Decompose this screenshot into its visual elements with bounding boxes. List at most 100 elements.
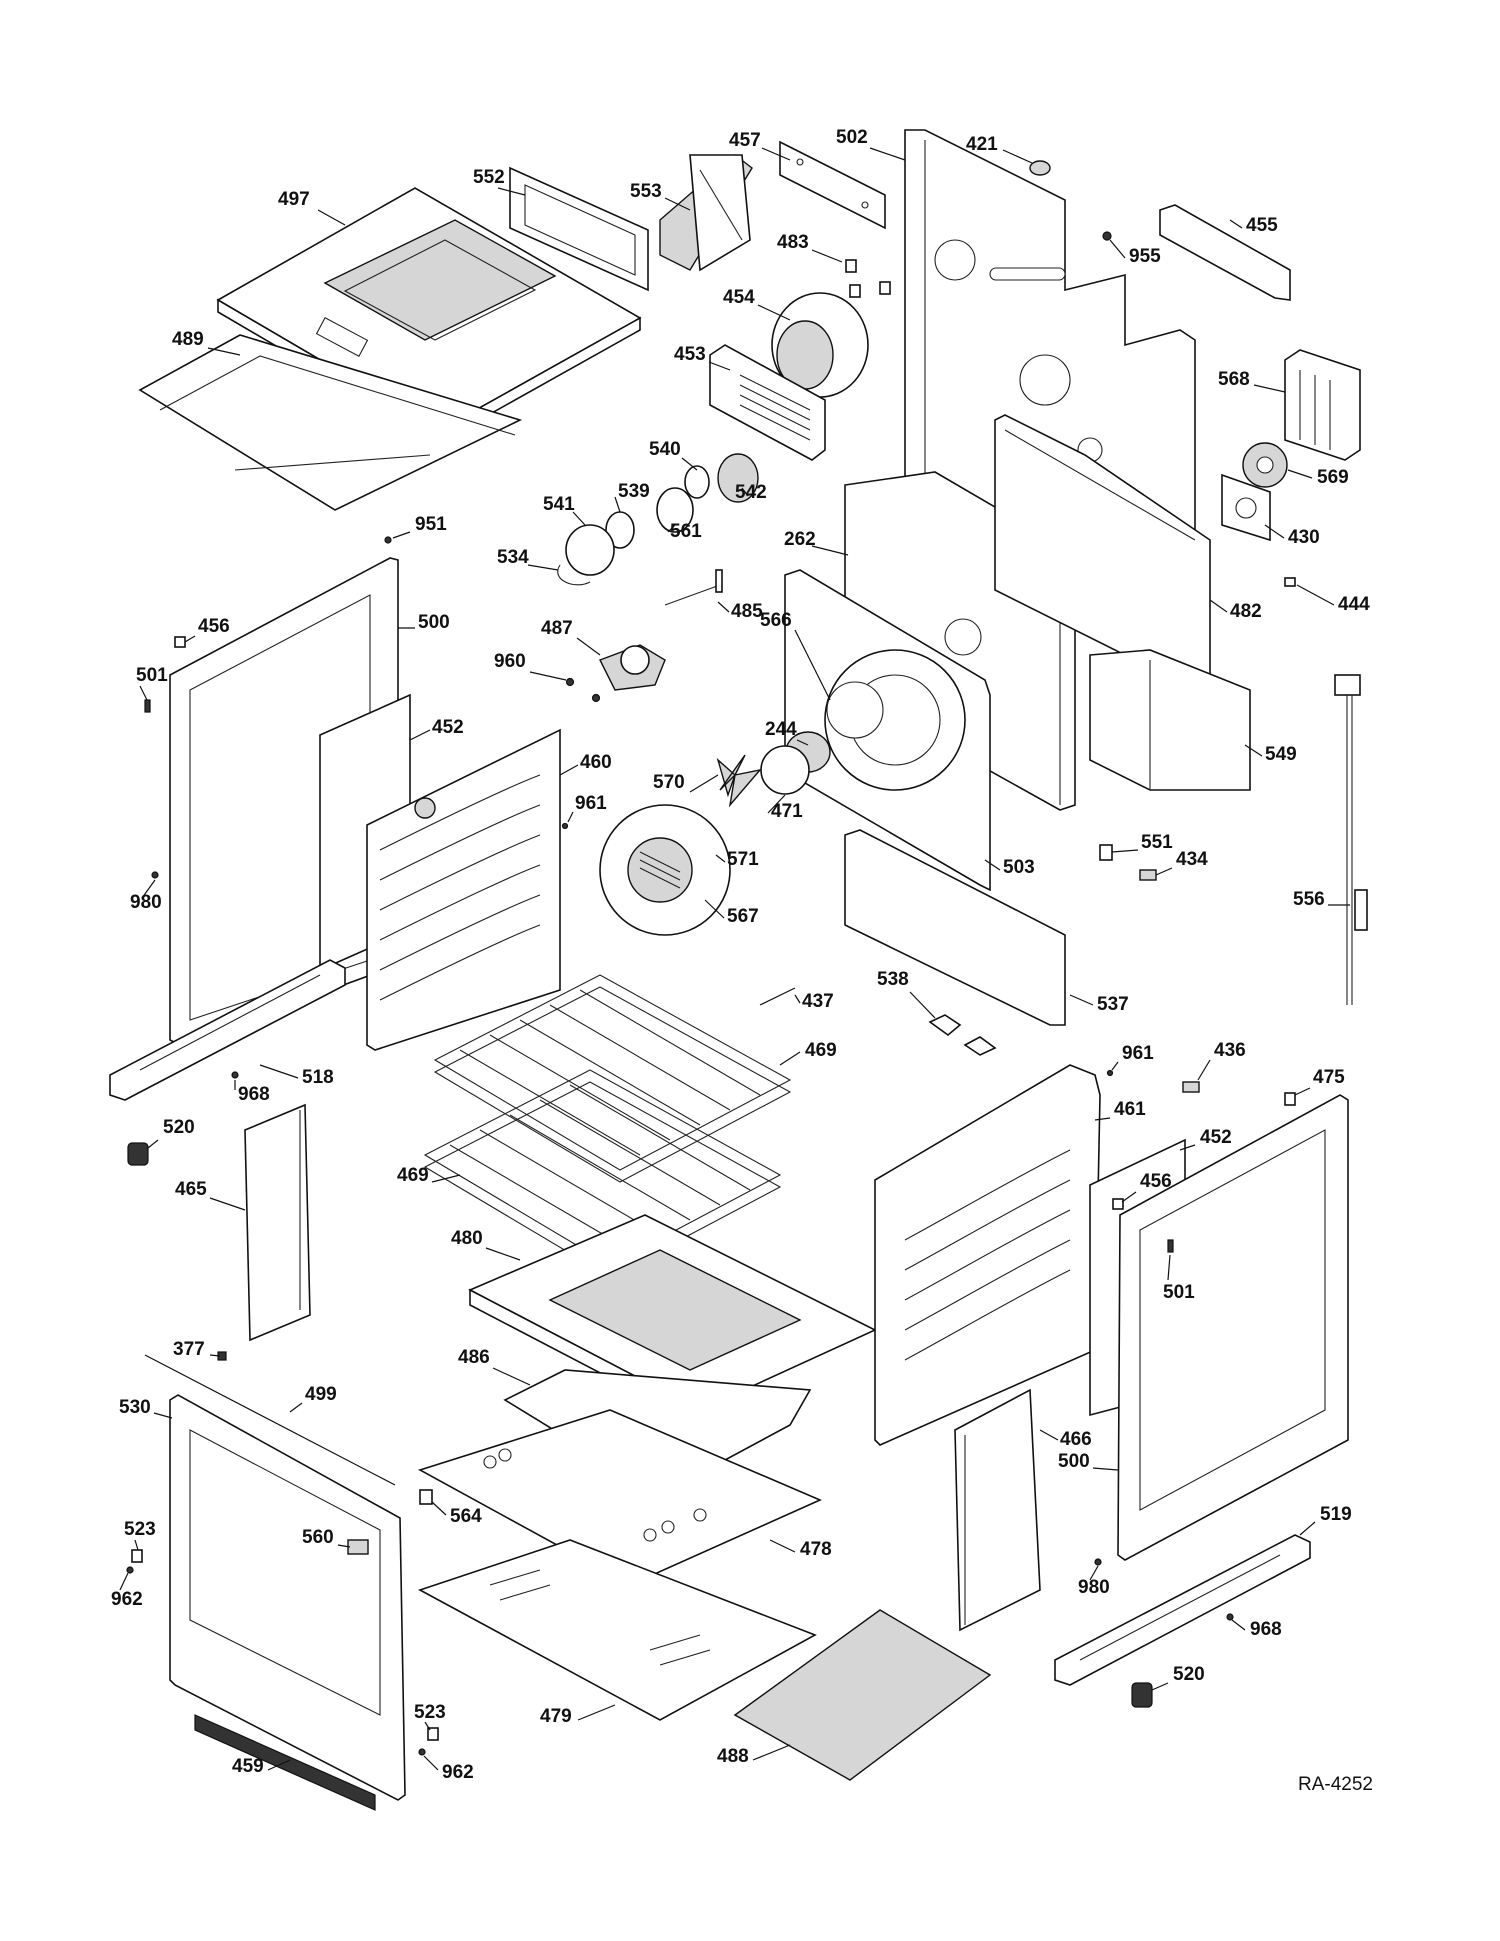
part-488-grille xyxy=(733,1609,992,1781)
leader-line-453 xyxy=(708,361,731,371)
leader-line-541 xyxy=(572,511,586,526)
leader-line-560 xyxy=(337,1544,351,1548)
callout-980b: 980 xyxy=(1078,1577,1110,1598)
part-520-leg xyxy=(127,1142,1153,1708)
leader-line-456 xyxy=(184,635,196,643)
callout-488: 488 xyxy=(717,1746,749,1767)
callout-962b: 962 xyxy=(442,1762,474,1783)
leader-line-469 xyxy=(779,1051,801,1066)
leader-line-570 xyxy=(689,774,719,793)
callout-567: 567 xyxy=(727,906,759,927)
callout-539: 539 xyxy=(618,481,650,502)
leader-line-503 xyxy=(984,859,1001,871)
part-570-fan xyxy=(716,754,762,808)
callout-479: 479 xyxy=(540,1706,572,1727)
callout-482: 482 xyxy=(1230,601,1262,622)
callout-244: 244 xyxy=(765,719,797,740)
part-434-clip xyxy=(1139,869,1157,881)
callout-501b: 501 xyxy=(1163,1282,1195,1303)
part-530-front-frame xyxy=(144,1354,406,1801)
callout-434: 434 xyxy=(1176,849,1208,870)
part-457-bracket xyxy=(779,140,886,230)
leader-line-520b xyxy=(1151,1682,1169,1691)
leader-line-454 xyxy=(757,304,791,321)
callout-538: 538 xyxy=(877,969,909,990)
leader-line-244 xyxy=(796,739,809,746)
callout-469b: 469 xyxy=(397,1165,429,1186)
part-523-clips xyxy=(131,1549,439,1741)
leader-line-262 xyxy=(811,545,849,556)
leader-line-968b xyxy=(1231,1619,1246,1631)
leader-line-377 xyxy=(209,1354,221,1357)
leader-line-488 xyxy=(752,1744,791,1761)
leader-line-962 xyxy=(119,1572,129,1591)
part-560-latch xyxy=(347,1539,369,1555)
leader-line-980 xyxy=(141,879,156,899)
part-955-screw xyxy=(1102,231,1112,241)
leader-line-955 xyxy=(1109,239,1126,259)
callout-483: 483 xyxy=(777,232,809,253)
part-503-rear-wall xyxy=(784,569,991,892)
part-960-screws xyxy=(565,677,601,703)
callout-444: 444 xyxy=(1338,594,1370,615)
callout-551: 551 xyxy=(1141,832,1173,853)
callout-961: 961 xyxy=(575,793,607,814)
leader-line-479 xyxy=(577,1704,616,1721)
leader-line-434 xyxy=(1155,867,1173,876)
callout-960: 960 xyxy=(494,651,526,672)
part-454-fan-motor xyxy=(771,292,869,398)
leader-line-552 xyxy=(497,187,526,196)
callout-951: 951 xyxy=(415,514,447,535)
callout-552: 552 xyxy=(473,167,505,188)
callout-968b: 968 xyxy=(1250,1619,1282,1640)
part-489-shield xyxy=(138,334,523,511)
part-482-panel xyxy=(994,414,1211,691)
part-538-pads xyxy=(928,1014,997,1056)
part-483-clips xyxy=(845,259,891,298)
callout-503: 503 xyxy=(1003,857,1035,878)
leader-line-466 xyxy=(1039,1429,1059,1441)
leader-line-539 xyxy=(614,496,621,513)
leader-line-456b xyxy=(1121,1191,1137,1203)
callout-569: 569 xyxy=(1317,467,1349,488)
callout-430: 430 xyxy=(1288,527,1320,548)
part-461-right-side xyxy=(874,1064,1101,1446)
leader-line-961b xyxy=(1111,1061,1119,1071)
callout-480: 480 xyxy=(451,1228,483,1249)
part-466-panel xyxy=(954,1388,1041,1632)
leader-line-520 xyxy=(147,1139,159,1149)
callout-453: 453 xyxy=(674,344,706,365)
part-980-screws xyxy=(151,871,1102,1566)
callout-500b: 500 xyxy=(1058,1451,1090,1472)
callout-469: 469 xyxy=(805,1040,837,1061)
part-962-screws xyxy=(126,1566,426,1756)
leader-line-465 xyxy=(209,1197,246,1211)
callout-461: 461 xyxy=(1114,1099,1146,1120)
part-465-panel xyxy=(244,1103,311,1342)
callout-437: 437 xyxy=(802,991,834,1012)
leader-line-430 xyxy=(1264,524,1285,539)
callout-541: 541 xyxy=(543,494,575,515)
callout-487: 487 xyxy=(541,618,573,639)
part-421-grommet xyxy=(1029,160,1051,176)
leader-line-561 xyxy=(667,524,676,533)
part-968-screw xyxy=(231,1071,1234,1621)
leader-line-961 xyxy=(567,811,574,823)
leader-line-962b xyxy=(423,1755,439,1771)
callout-570: 570 xyxy=(653,772,685,793)
part-light-assembly xyxy=(557,453,759,586)
callout-523b: 523 xyxy=(414,1702,446,1723)
callout-466: 466 xyxy=(1060,1429,1092,1450)
callout-962: 962 xyxy=(111,1589,143,1610)
part-551-clip xyxy=(1099,844,1113,861)
leader-line-567 xyxy=(704,899,725,919)
part-479-bottom xyxy=(417,1539,817,1721)
callout-540: 540 xyxy=(649,439,681,460)
leader-line-980b xyxy=(1089,1565,1099,1581)
leader-line-518 xyxy=(259,1064,299,1079)
part-478-cover xyxy=(417,1409,822,1586)
callout-456: 456 xyxy=(198,616,230,637)
part-475-clip xyxy=(1284,1092,1296,1106)
leader-line-455 xyxy=(1229,219,1243,229)
